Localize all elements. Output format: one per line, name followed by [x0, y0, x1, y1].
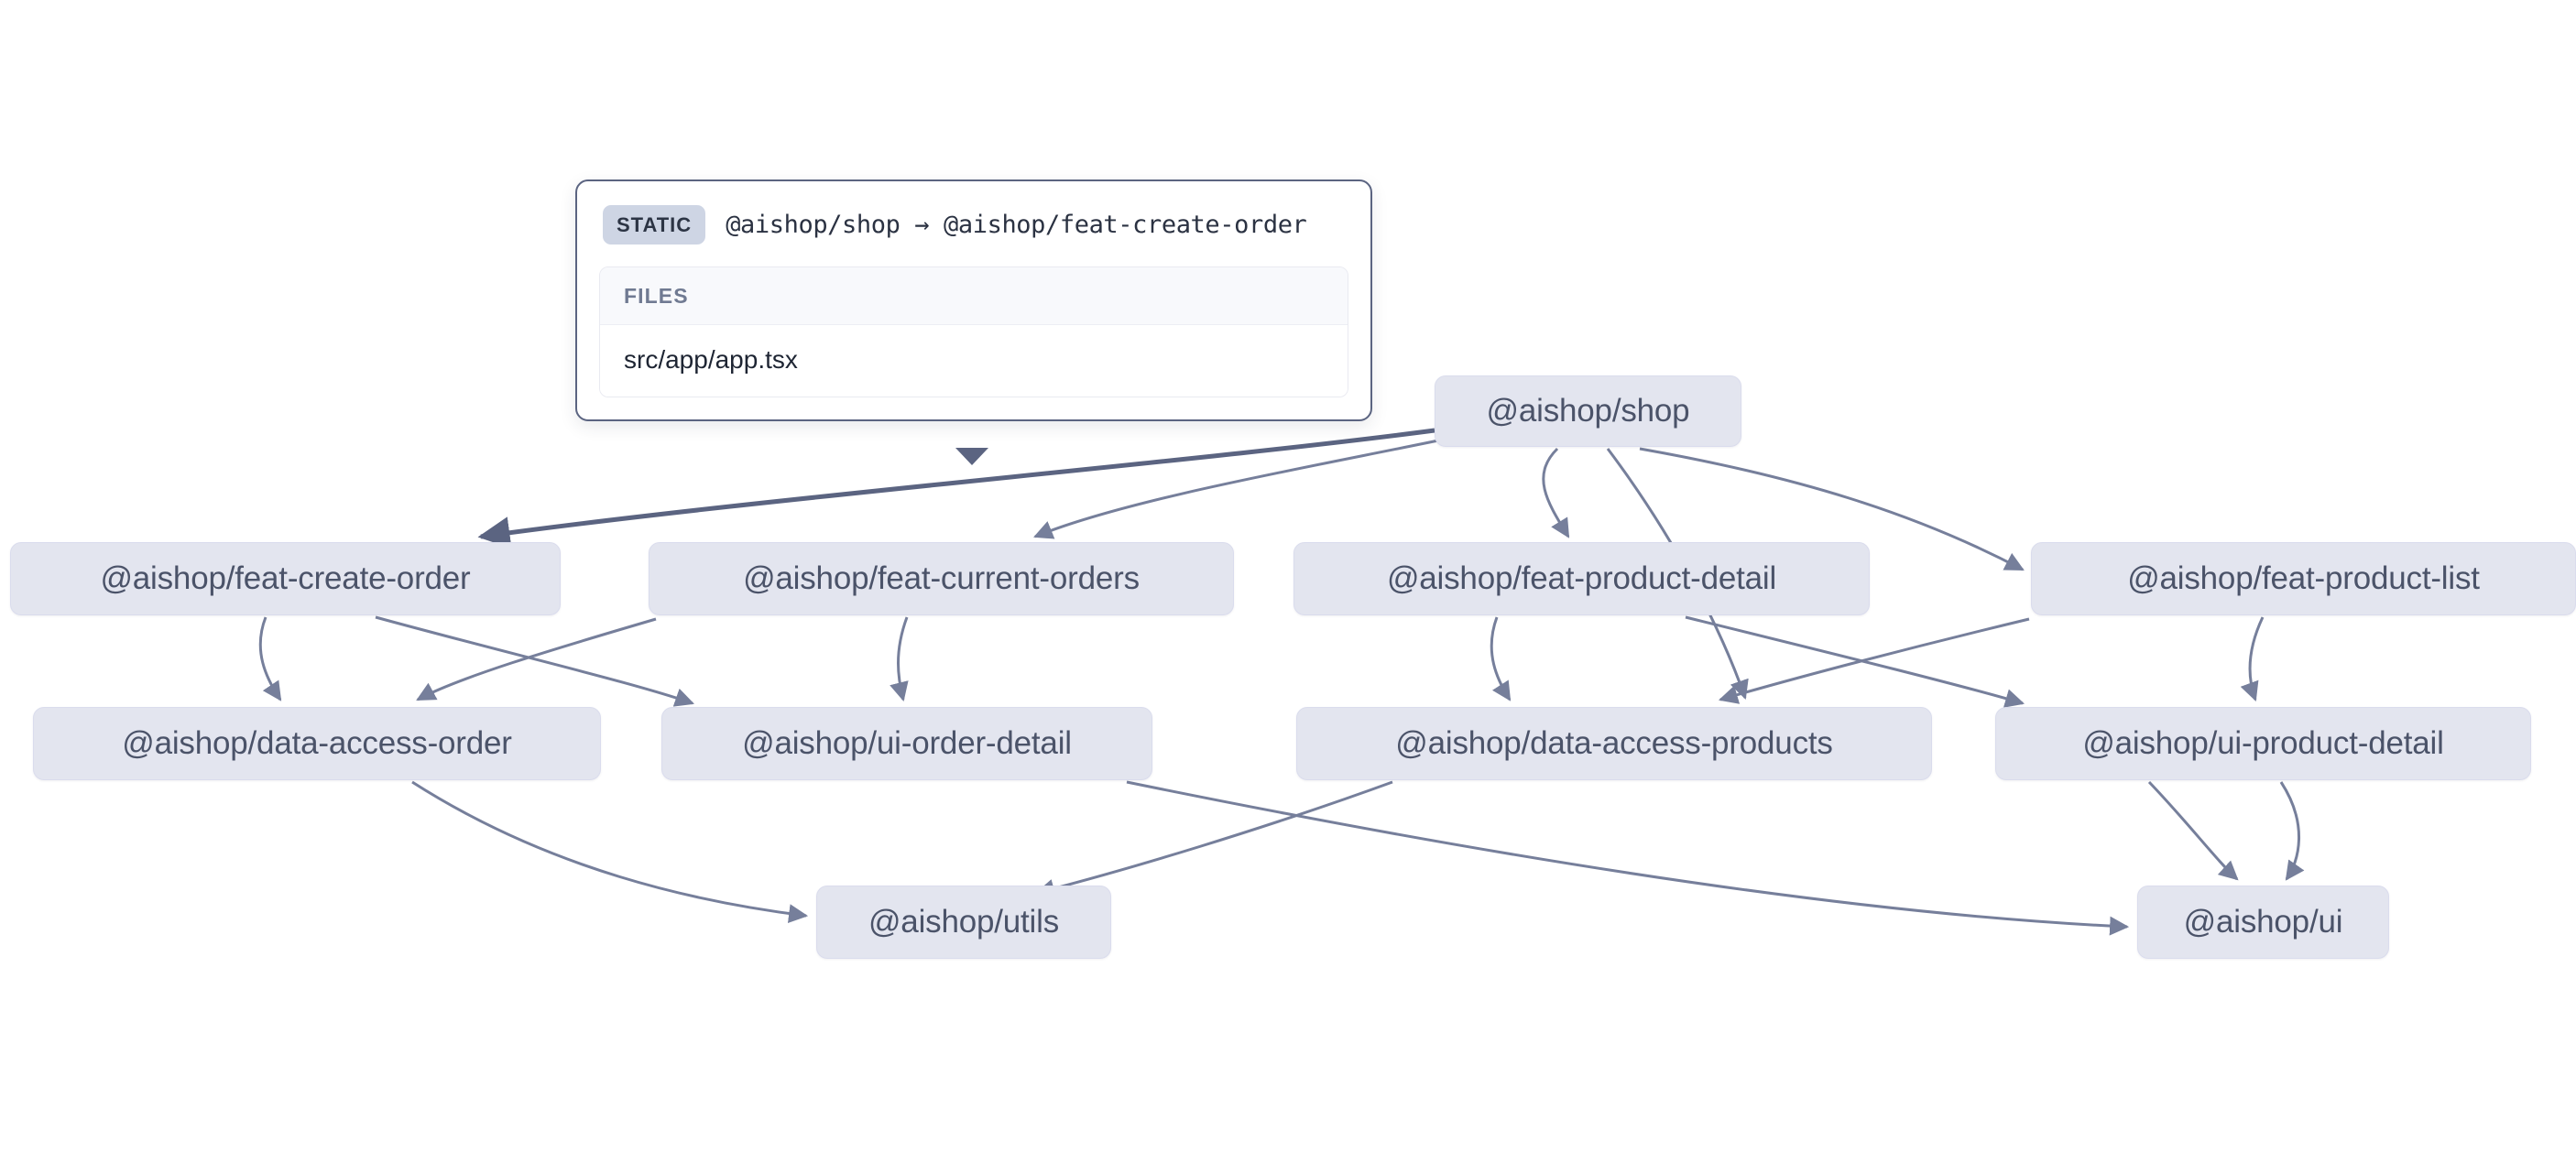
file-list-item[interactable]: src/app/app.tsx	[600, 325, 1348, 397]
node-label: @aishop/shop	[1486, 393, 1690, 429]
node-feat-product-list[interactable]: @aishop/feat-product-list	[2031, 542, 2576, 615]
node-label: @aishop/ui-product-detail	[2082, 725, 2444, 761]
static-badge: STATIC	[603, 205, 706, 245]
tooltip-pointer-icon	[955, 448, 988, 465]
node-label: @aishop/ui-order-detail	[742, 725, 1072, 761]
edge-data-access-order-to-utils	[411, 780, 809, 924]
node-label: @aishop/utils	[868, 904, 1060, 940]
node-label: @aishop/ui	[2183, 904, 2343, 940]
node-label: @aishop/data-access-order	[122, 725, 512, 761]
node-ui[interactable]: @aishop/ui	[2137, 886, 2389, 959]
edge-feat-product-list-to-ui-product-detail	[2240, 616, 2265, 701]
node-ui-order-detail[interactable]: @aishop/ui-order-detail	[661, 707, 1152, 780]
edge-feat-current-orders-to-data-access-order	[416, 617, 657, 701]
files-panel-header: FILES	[600, 267, 1348, 325]
tooltip-title: @aishop/shop → @aishop/feat-create-order	[726, 211, 1307, 239]
node-shop[interactable]: @aishop/shop	[1435, 375, 1741, 447]
node-label: @aishop/data-access-products	[1395, 725, 1833, 761]
edge-feat-current-orders-to-ui-order-detail	[890, 616, 909, 702]
edge-ui-product-detail-to-ui	[2147, 780, 2239, 881]
node-utils[interactable]: @aishop/utils	[816, 886, 1111, 959]
node-label: @aishop/feat-create-order	[100, 560, 471, 596]
edge-shop-to-feat-create-order	[477, 428, 1435, 549]
edge-feat-product-detail-to-ui-product-detail	[1685, 615, 2025, 708]
edge-data-access-products-to-utils	[1034, 780, 1393, 898]
node-data-access-order[interactable]: @aishop/data-access-order	[33, 707, 601, 780]
node-feat-current-orders[interactable]: @aishop/feat-current-orders	[649, 542, 1234, 615]
tooltip-header: STATIC @aishop/shop → @aishop/feat-creat…	[599, 201, 1348, 255]
node-data-access-products[interactable]: @aishop/data-access-products	[1296, 707, 1932, 780]
node-feat-create-order[interactable]: @aishop/feat-create-order	[10, 542, 561, 615]
edge-tooltip-card[interactable]: STATIC @aishop/shop → @aishop/feat-creat…	[575, 179, 1372, 421]
edge-ui-order-detail-to-ui	[1126, 780, 2130, 936]
files-panel: FILES src/app/app.tsx	[599, 266, 1348, 397]
node-label: @aishop/feat-product-detail	[1386, 560, 1777, 596]
edge-ui-product-detail-to-ui-alt	[2279, 781, 2305, 881]
edge-feat-create-order-to-ui-order-detail	[375, 615, 694, 707]
edge-shop-to-feat-product-detail	[1542, 447, 1570, 538]
edge-feat-create-order-to-data-access-order	[258, 616, 282, 701]
edge-feat-product-detail-to-data-access-products	[1490, 616, 1512, 701]
node-feat-product-detail[interactable]: @aishop/feat-product-detail	[1293, 542, 1870, 615]
edge-shop-to-feat-current-orders	[1033, 438, 1444, 539]
node-ui-product-detail[interactable]: @aishop/ui-product-detail	[1995, 707, 2531, 780]
node-label: @aishop/feat-product-list	[2127, 560, 2480, 596]
node-label: @aishop/feat-current-orders	[743, 560, 1140, 596]
edge-feat-product-list-to-data-access-products	[1718, 617, 2030, 704]
